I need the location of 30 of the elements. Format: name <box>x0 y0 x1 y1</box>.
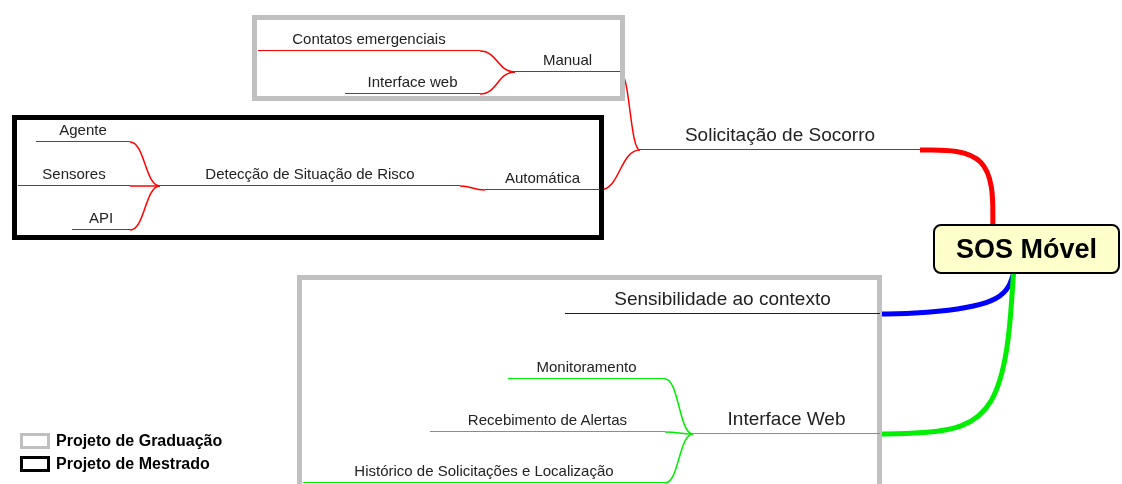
topic-label: SOS Móvel <box>955 233 1097 265</box>
branch-line <box>664 378 694 435</box>
branch-line <box>664 433 694 484</box>
topic-label: Recebimento de Alertas <box>467 411 628 430</box>
topic-label: Histórico de Solicitações e Localização <box>354 462 614 481</box>
legend-label: Projeto de Mestrado <box>56 455 210 473</box>
topic-label: Solicitação de Socorro <box>684 125 876 148</box>
topic-label: Manual <box>542 51 593 70</box>
topic-label: Agente <box>59 121 107 140</box>
branch-line <box>664 431 694 435</box>
legend-label: Projeto de Graduação <box>56 432 223 450</box>
branch-line <box>920 147 996 224</box>
topic-label: Automática <box>504 169 580 188</box>
branch-line <box>129 185 161 187</box>
branch-line <box>880 273 1016 437</box>
topic-label: Detecção de Situação de Risco <box>205 165 415 184</box>
topic-label: Interface web <box>367 73 458 92</box>
frame-box <box>12 115 604 240</box>
topic-label: API <box>88 209 114 228</box>
topic-label: Contatos emergenciais <box>292 30 446 49</box>
branch-line <box>129 185 161 231</box>
topic-label: Sensores <box>42 165 106 184</box>
frame-box <box>252 15 625 101</box>
branch-line <box>459 185 486 191</box>
topic-label: Monitoramento <box>536 358 637 377</box>
branch-line <box>479 71 516 95</box>
central-topic-box <box>933 224 1120 274</box>
frame-box <box>297 275 882 484</box>
topic-label: Sensibilidade ao contexto <box>614 289 831 312</box>
topic-label: Interface Web <box>727 409 846 432</box>
